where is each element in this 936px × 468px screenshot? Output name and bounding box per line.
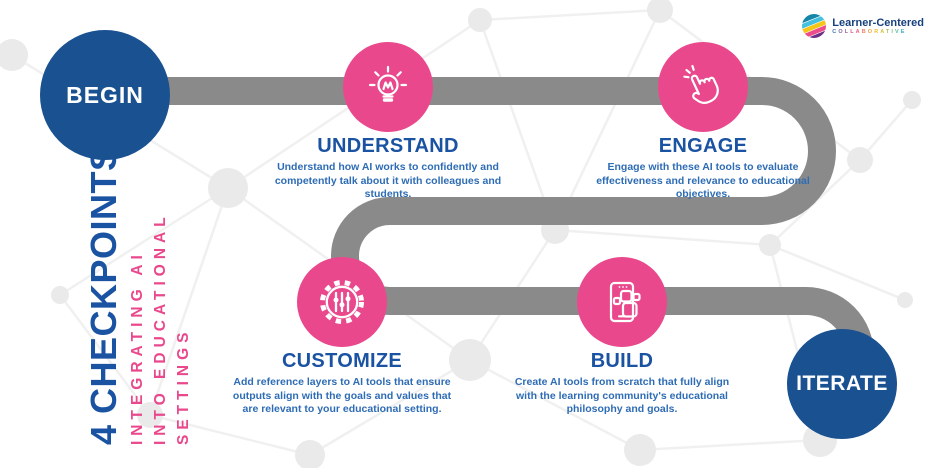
checkpoint-circle xyxy=(577,257,667,347)
begin-node: BEGIN xyxy=(40,30,170,160)
checkpoint-understand: UNDERSTAND Understand how AI works to co… xyxy=(238,42,538,202)
checkpoint-engage: ENGAGE Engage with these AI tools to eva… xyxy=(553,42,853,202)
checkpoint-title: CUSTOMIZE xyxy=(281,350,403,372)
begin-label: BEGIN xyxy=(66,81,144,108)
checkpoint-description: Understand how AI works to confidently a… xyxy=(274,161,502,200)
tap-hand-icon xyxy=(683,64,719,104)
checkpoint-title: BUILD xyxy=(590,350,654,372)
lightbulb-icon xyxy=(368,65,408,102)
brand-logo: Learner-Centered COLLABORATIVE xyxy=(801,13,924,39)
checkpoint-title: ENGAGE xyxy=(658,135,748,157)
checkpoint-description: Add reference layers to AI tools that en… xyxy=(232,376,452,415)
page-subtitle: INTEGRATING AI INTO EDUCATIONAL SETTINGS xyxy=(126,148,195,445)
page-subtitle-line: INTO EDUCATIONAL xyxy=(152,212,169,445)
checkpoint-build: BUILD Create AI tools from scratch that … xyxy=(472,257,772,417)
logo-sphere-icon xyxy=(801,13,828,39)
checkpoint-customize: CUSTOMIZE Add reference layers to AI too… xyxy=(192,257,492,417)
checkpoint-description: Engage with these AI tools to evaluate e… xyxy=(596,161,810,200)
page-subtitle-line: INTEGRATING AI xyxy=(129,250,146,445)
logo-text-block: Learner-Centered COLLABORATIVE xyxy=(832,17,924,36)
gear-sliders-icon xyxy=(320,280,364,324)
iterate-node: ITERATE xyxy=(787,329,897,439)
smartphone-apps-icon xyxy=(609,281,641,323)
checkpoint-title: UNDERSTAND xyxy=(317,135,459,157)
iterate-label: ITERATE xyxy=(796,372,888,395)
logo-subname: COLLABORATIVE xyxy=(832,29,924,36)
checkpoint-circle xyxy=(297,257,387,347)
checkpoint-circle xyxy=(343,42,433,132)
checkpoint-description: Create AI tools from scratch that fully … xyxy=(514,376,730,415)
checkpoint-circle xyxy=(658,42,748,132)
page-title-block: 4 CHECKPOINTS INTEGRATING AI INTO EDUCAT… xyxy=(83,146,195,445)
logo-name: Learner-Centered xyxy=(832,16,924,29)
page-title: 4 CHECKPOINTS xyxy=(83,146,124,445)
